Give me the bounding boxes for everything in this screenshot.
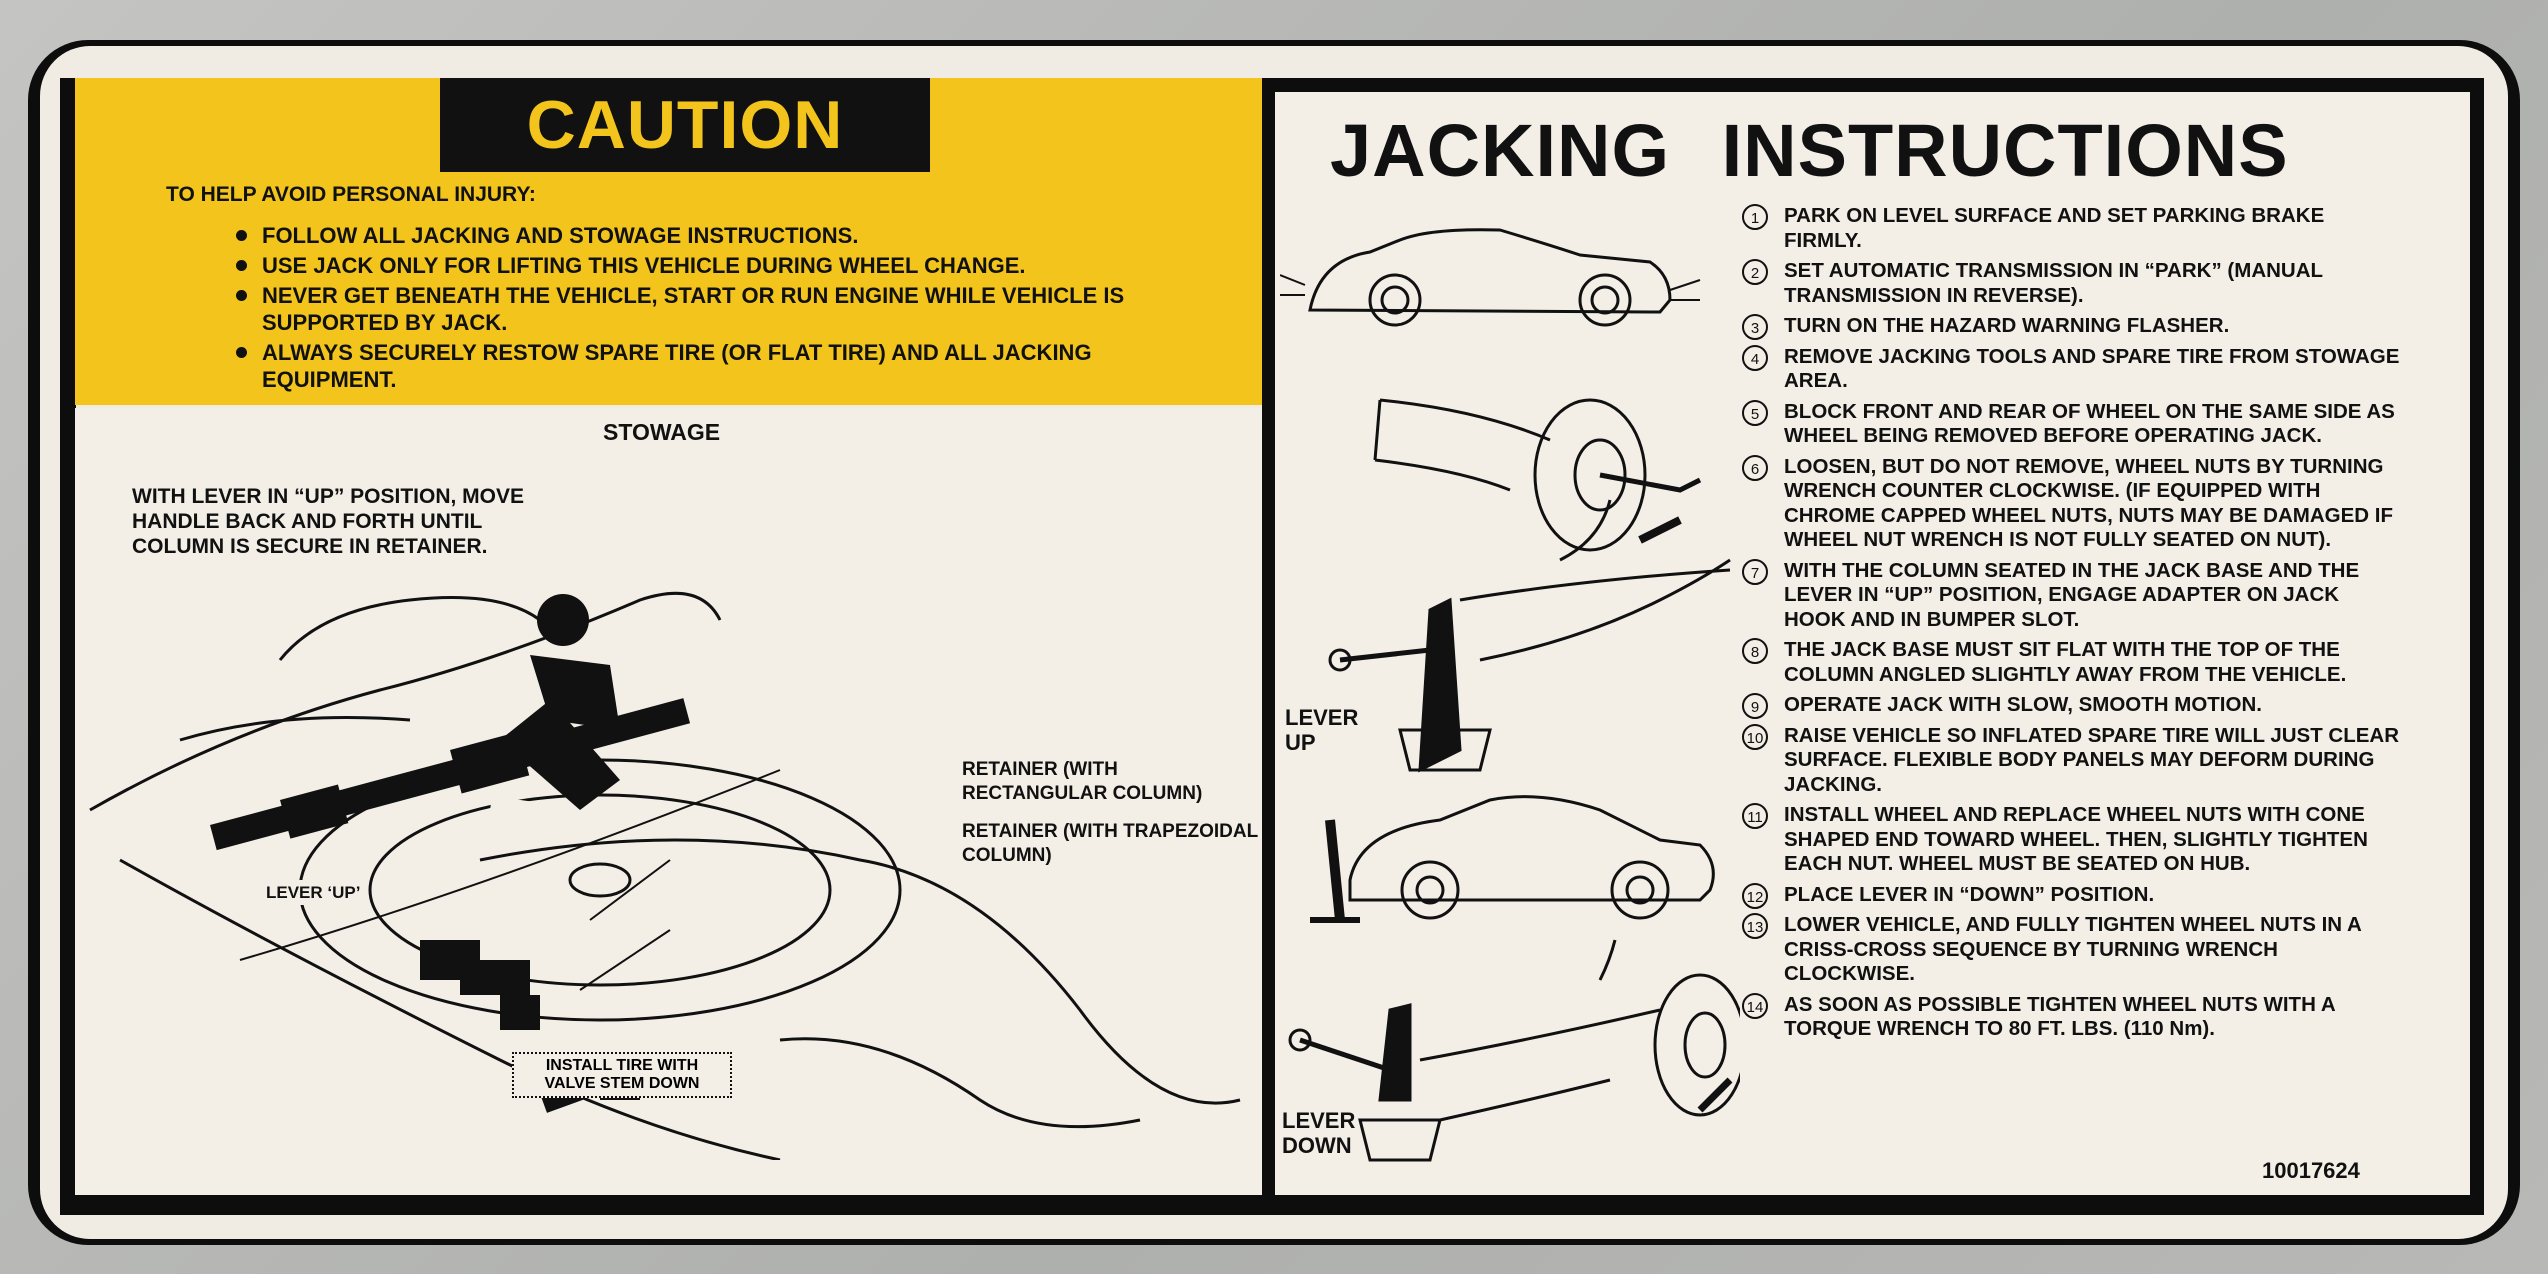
step-number-icon: 4 — [1742, 344, 1768, 371]
step-item: 11 INSTALL WHEEL AND REPLACE WHEEL NUTS W… — [1742, 803, 2402, 877]
step-number-icon: 6 — [1742, 454, 1768, 481]
stowage-illustration — [89, 591, 1241, 1160]
step-number-icon: 2 — [1742, 259, 1768, 285]
step-text: LOOSEN, BUT DO NOT REMOVE, WHEEL NUTS BY… — [1784, 454, 2393, 552]
step-text: REMOVE JACKING TOOLS AND SPARE TIRE FROM… — [1784, 344, 2400, 393]
step-text: TURN ON THE HAZARD WARNING FLASHER. — [1784, 314, 2230, 337]
step-text: OPERATE JACK WITH SLOW, SMOOTH MOTION. — [1784, 693, 2262, 716]
caution-item: NEVER GET BENEATH THE VEHICLE, START OR … — [232, 282, 1182, 336]
step-number-icon: 9 — [1742, 693, 1768, 719]
step-number-icon: 5 — [1742, 399, 1768, 426]
caution-title: CAUTION — [440, 78, 930, 172]
caution-item: FOLLOW ALL JACKING AND STOWAGE INSTRUCTI… — [232, 222, 1232, 249]
step-number-icon: 3 — [1742, 314, 1768, 340]
lever-up-label: LEVER UP — [1285, 705, 1359, 755]
caution-list: FOLLOW ALL JACKING AND STOWAGE INSTRUCTI… — [232, 222, 1232, 396]
part-number: 10017624 — [2262, 1158, 2360, 1183]
step-item: 13 LOWER VEHICLE, AND FULLY TIGHTEN WHEEL… — [1742, 913, 2402, 987]
frame-right — [2470, 78, 2484, 1215]
step-text: LOWER VEHICLE, AND FULLY TIGHTEN WHEEL N… — [1784, 913, 2362, 985]
stowage-heading: STOWAGE — [603, 419, 721, 445]
step-item: 2 SET AUTOMATIC TRANSMISSION IN “PARK” (M… — [1742, 259, 2402, 308]
jacking-title: JACKING INSTRUCTIONS — [1330, 109, 2289, 192]
step-item: 8 THE JACK BASE MUST SIT FLAT WITH THE TO… — [1742, 638, 2402, 687]
step-text: BLOCK FRONT AND REAR OF WHEEL ON THE SAM… — [1784, 399, 2395, 448]
stowage-instruction: WITH LEVER IN “UP” POSITION, MOVE HANDLE… — [132, 485, 525, 558]
stowage-lever-up-label: LEVER ‘UP’ — [262, 880, 365, 905]
frame-divider — [1262, 78, 1275, 1215]
jacking-steps: 1 PARK ON LEVEL SURFACE AND SET PARKING B… — [1742, 204, 2402, 1048]
step-text: INSTALL WHEEL AND REPLACE WHEEL NUTS WIT… — [1784, 803, 2368, 875]
retainer-trapezoidal-label: RETAINER (WITH TRAPEZOIDAL COLUMN) — [962, 821, 1258, 866]
retainer-rectangular-label: RETAINER (WITH RECTANGULAR COLUMN) — [962, 759, 1203, 804]
step-number-icon: 10 — [1742, 723, 1768, 750]
step-text: PLACE LEVER IN “DOWN” POSITION. — [1784, 882, 2155, 906]
step-item: 4 REMOVE JACKING TOOLS AND SPARE TIRE FRO… — [1742, 344, 2402, 394]
step-text: THE JACK BASE MUST SIT FLAT WITH THE TOP… — [1784, 638, 2347, 686]
jacking-illustrations — [1280, 228, 1740, 1162]
step-item: 1 PARK ON LEVEL SURFACE AND SET PARKING B… — [1742, 204, 2402, 253]
step-number-icon: 13 — [1742, 913, 1768, 939]
step-text: WITH THE COLUMN SEATED IN THE JACK BASE … — [1784, 558, 2360, 631]
step-text: PARK ON LEVEL SURFACE AND SET PARKING BR… — [1784, 204, 2325, 252]
step-text: SET AUTOMATIC TRANSMISSION IN “PARK” (MA… — [1784, 259, 2323, 307]
caution-item: USE JACK ONLY FOR LIFTING THIS VEHICLE D… — [232, 252, 1232, 279]
step-item: 7 WITH THE COLUMN SEATED IN THE JACK BASE… — [1742, 558, 2402, 633]
step-item: 5 BLOCK FRONT AND REAR OF WHEEL ON THE SA… — [1742, 399, 2402, 449]
step-item: 10 RAISE VEHICLE SO INFLATED SPARE TIRE W… — [1742, 723, 2402, 798]
step-item: 12 PLACE LEVER IN “DOWN” POSITION. — [1742, 882, 2402, 909]
step-number-icon: 14 — [1742, 992, 1768, 1019]
step-text: AS SOON AS POSSIBLE TIGHTEN WHEEL NUTS W… — [1784, 992, 2335, 1041]
caution-intro: TO HELP AVOID PERSONAL INJURY: — [166, 183, 536, 206]
step-number-icon: 8 — [1742, 638, 1768, 664]
install-tire-note: INSTALL TIRE WITH VALVE STEM DOWN — [512, 1052, 732, 1098]
step-number-icon: 11 — [1742, 803, 1768, 829]
lever-down-label: LEVER DOWN — [1282, 1108, 1356, 1158]
step-item: 6 LOOSEN, BUT DO NOT REMOVE, WHEEL NUTS B… — [1742, 454, 2402, 553]
step-number-icon: 1 — [1742, 204, 1768, 230]
step-number-icon: 12 — [1742, 882, 1768, 909]
jacking-panel — [1275, 92, 2470, 1195]
step-number-icon: 7 — [1742, 558, 1768, 585]
frame-left — [60, 78, 76, 1215]
step-text: RAISE VEHICLE SO INFLATED SPARE TIRE WIL… — [1784, 723, 2400, 796]
step-item: 9 OPERATE JACK WITH SLOW, SMOOTH MOTION. — [1742, 693, 2402, 719]
caution-item: ALWAYS SECURELY RESTOW SPARE TIRE (OR FL… — [232, 339, 1222, 393]
step-item: 3 TURN ON THE HAZARD WARNING FLASHER. — [1742, 314, 2402, 340]
step-item: 14 AS SOON AS POSSIBLE TIGHTEN WHEEL NUTS… — [1742, 992, 2402, 1042]
